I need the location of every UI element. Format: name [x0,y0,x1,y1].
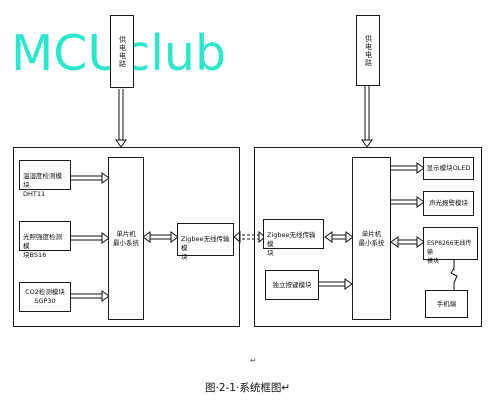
right-mcu-block: 单片机 最小系统 [352,157,391,320]
display-label: 显示模块OLED [426,164,471,172]
sensor3-arrow [71,290,110,302]
left-zigbee-label: Zigbee无线传输模 块 [181,235,230,261]
alarm-arrow [391,196,425,208]
co2-sensor-block: CO2检测模块 SGP30 [19,282,71,312]
right-zigbee-block: Zigbee无线传输模 块 [263,219,324,257]
esp8266-label: ESP8266无线传输 模块 [427,240,472,265]
phone-label: 手机端 [436,299,457,308]
display-arrow [391,162,425,174]
right-power-label: 供电电路 [364,34,373,67]
temp-humidity-sensor-label: 温湿度检测模块 DHT11 [23,172,62,198]
figure-caption: 图·2-1·系统框图↵ [205,382,291,394]
esp-phone-link [450,258,458,290]
temp-humidity-sensor-block: 温湿度检测模块 DHT11 [19,160,71,198]
alarm-label: 声光报警模块 [429,199,468,207]
right-power-supply-block: 供电电路 [356,15,380,86]
keys-label: 独立按键模块 [272,280,312,289]
sensor1-arrow [71,172,110,184]
keys-arrow [319,278,353,290]
right-zigbee-label: Zigbee无线传输模 块 [267,231,316,257]
left-node-frame [13,147,240,327]
light-sensor-block: 光照强度检测模 块BS16 [19,221,71,259]
wireless-link-dashed [233,230,266,244]
left-mcu-label: 单片机 最小系统 [113,229,139,247]
esp8266-block: ESP8266无线传输 模块 [423,227,478,265]
left-power-supply-block: 供电电路 [110,15,134,88]
left-mcu-block: 单片机 最小系统 [108,157,144,320]
keys-block: 独立按键模块 [265,270,319,300]
right-power-arrow [361,86,373,148]
right-mcu-label: 单片机 最小系统 [358,229,385,247]
display-block: 显示模块OLED [423,157,474,180]
left-zigbee-block: Zigbee无线传输模 块 [177,223,234,261]
left-mcu-zigbee-arrow [142,231,179,243]
light-sensor-label: 光照强度检测模 块BS16 [23,233,62,259]
phone-block: 手机端 [425,290,468,318]
alarm-block: 声光报警模块 [423,191,474,216]
left-power-arrow [115,89,127,148]
right-zigbee-mcu-arrow [324,231,354,243]
co2-sensor-label: CO2检测模块 SGP30 [25,288,65,305]
esp-arrow [390,236,425,248]
paragraph-mark: ↵ [250,356,257,365]
left-power-label: 供电电路 [118,35,127,68]
sensor2-arrow [71,232,110,244]
right-node-frame [254,147,482,327]
